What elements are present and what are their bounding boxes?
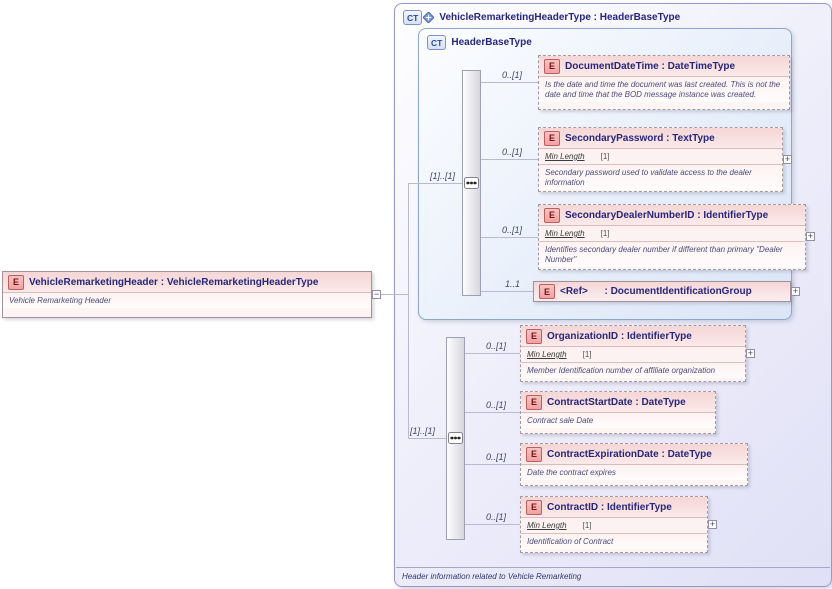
element-annotation: Contract sale Date xyxy=(521,413,715,428)
element-box-contract-id[interactable]: E ContractID : IdentifierType Min Length… xyxy=(520,496,708,553)
footer-divider xyxy=(396,567,830,568)
element-icon: E xyxy=(526,499,542,515)
branch-contract-expiration-date xyxy=(465,464,520,465)
branch-document-date-time xyxy=(481,82,538,83)
element-title: OrganizationID : IdentifierType xyxy=(547,330,692,342)
facet-value: [1] xyxy=(582,350,592,359)
cardinality-contract-start-date: 0..[1] xyxy=(486,400,507,410)
sequence-icon xyxy=(464,177,479,189)
complex-type-header[interactable]: CT VehicleRemarketingHeaderType : Header… xyxy=(395,4,688,31)
element-title: VehicleRemarketingHeader : VehicleRemark… xyxy=(29,276,319,288)
element-title: ContractExpirationDate : DateType xyxy=(547,448,712,460)
element-header: E DocumentDateTime : DateTimeType xyxy=(539,56,789,77)
branch-contract-start-date xyxy=(465,412,520,413)
element-box-contract-start-date[interactable]: E ContractStartDate : DateType Contract … xyxy=(520,391,716,434)
facet-name: Min Length xyxy=(545,152,585,161)
element-header: E <Ref> : DocumentIdentificationGroup xyxy=(534,282,790,301)
cardinality-document-date-time: 0..[1] xyxy=(502,70,523,80)
element-annotation: Identifies secondary dealer number if di… xyxy=(539,242,805,267)
element-icon: E xyxy=(526,328,542,344)
extension-diamond-icon xyxy=(423,12,435,23)
complex-type-icon: CT xyxy=(403,10,423,25)
facet-row: Min Length [1] xyxy=(521,347,745,363)
element-icon: E xyxy=(526,446,542,462)
sequence-cardinality-top: [1]..[1] xyxy=(430,171,456,181)
element-header: E OrganizationID : IdentifierType xyxy=(521,326,745,347)
element-header: E ContractStartDate : DateType xyxy=(521,392,715,413)
element-header: E SecondaryDealerNumberID : IdentifierTy… xyxy=(539,205,805,226)
facet-name: Min Length xyxy=(545,229,585,238)
element-title: DocumentDateTime : DateTimeType xyxy=(565,60,736,72)
branch-secondary-dealer-number-id xyxy=(481,237,538,238)
element-annotation: Vehicle Remarketing Header xyxy=(3,293,371,308)
sequence-icon xyxy=(448,432,463,444)
element-header: E SecondaryPassword : TextType xyxy=(539,128,782,149)
expand-attributes-button[interactable]: + xyxy=(806,231,815,241)
collapse-children-button[interactable]: − xyxy=(372,289,381,299)
element-annotation: Is the date and time the document was la… xyxy=(539,77,789,102)
branch-ref xyxy=(481,291,533,292)
element-title: ContractID : IdentifierType xyxy=(547,501,672,513)
facet-value: [1] xyxy=(582,521,592,530)
element-title: SecondaryDealerNumberID : IdentifierType xyxy=(565,209,769,221)
sequence-cardinality-bottom: [1]..[1] xyxy=(410,426,436,436)
element-box-secondary-password[interactable]: E SecondaryPassword : TextType Min Lengt… xyxy=(538,127,783,192)
cardinality-organization-id: 0..[1] xyxy=(486,341,507,351)
element-box-secondary-dealer-number-id[interactable]: E SecondaryDealerNumberID : IdentifierTy… xyxy=(538,204,806,270)
facet-name: Min Length xyxy=(527,521,567,530)
element-box-ref-document-identification-group[interactable]: E <Ref> : DocumentIdentificationGroup xyxy=(533,281,791,302)
facet-row: Min Length [1] xyxy=(539,226,805,242)
connector-trunk xyxy=(408,183,409,439)
complex-type-icon: CT xyxy=(427,35,447,50)
expand-attributes-button[interactable]: + xyxy=(708,519,717,529)
cardinality-contract-expiration-date: 0..[1] xyxy=(486,452,507,462)
element-box-vehicle-remarketing-header[interactable]: E VehicleRemarketingHeader : VehicleRema… xyxy=(2,271,372,318)
branch-contract-id xyxy=(465,524,520,525)
element-icon: E xyxy=(539,284,555,299)
facet-row: Min Length [1] xyxy=(521,518,707,534)
cardinality-ref: 1..1 xyxy=(505,279,521,289)
element-icon: E xyxy=(544,58,560,74)
element-icon: E xyxy=(544,130,560,146)
element-annotation: Member Identification number of affiliat… xyxy=(521,363,745,378)
cardinality-secondary-dealer-number-id: 0..[1] xyxy=(502,225,523,235)
complex-type-footer-annotation: Header information related to Vehicle Re… xyxy=(402,572,582,581)
element-title: <Ref> : DocumentIdentificationGroup xyxy=(560,286,752,297)
element-header: E ContractID : IdentifierType xyxy=(521,497,707,518)
base-type-title: HeaderBaseType xyxy=(451,37,532,48)
element-box-contract-expiration-date[interactable]: E ContractExpirationDate : DateType Date… xyxy=(520,443,748,486)
element-box-organization-id[interactable]: E OrganizationID : IdentifierType Min Le… xyxy=(520,325,746,382)
element-icon: E xyxy=(8,274,24,290)
branch-secondary-password xyxy=(481,159,538,160)
element-box-document-date-time[interactable]: E DocumentDateTime : DateTimeType Is the… xyxy=(538,55,790,110)
element-header: E VehicleRemarketingHeader : VehicleRema… xyxy=(3,272,371,293)
facet-value: [1] xyxy=(600,152,610,161)
complex-type-title: VehicleRemarketingHeaderType : HeaderBas… xyxy=(439,12,681,23)
facet-name: Min Length xyxy=(527,350,567,359)
element-annotation: Identification of Contract xyxy=(521,534,707,549)
element-header: E ContractExpirationDate : DateType xyxy=(521,444,747,465)
base-type-header[interactable]: CT HeaderBaseType xyxy=(419,29,540,56)
connector-root-to-type xyxy=(381,294,408,295)
element-icon: E xyxy=(526,394,542,410)
connector-to-top-sequence xyxy=(408,183,462,184)
expand-attributes-button[interactable]: + xyxy=(783,154,792,164)
element-title: SecondaryPassword : TextType xyxy=(565,132,715,144)
element-annotation: Date the contract expires xyxy=(521,465,747,480)
element-annotation: Secondary password used to validate acce… xyxy=(539,165,782,190)
connector-to-bottom-sequence xyxy=(408,438,446,439)
element-icon: E xyxy=(544,207,560,223)
branch-organization-id xyxy=(465,353,520,354)
expand-attributes-button[interactable]: + xyxy=(746,348,755,358)
facet-row: Min Length [1] xyxy=(539,149,782,165)
cardinality-secondary-password: 0..[1] xyxy=(502,147,523,157)
element-title: ContractStartDate : DateType xyxy=(547,396,686,408)
cardinality-contract-id: 0..[1] xyxy=(486,512,507,522)
facet-value: [1] xyxy=(600,229,610,238)
expand-group-button[interactable]: + xyxy=(791,286,800,296)
